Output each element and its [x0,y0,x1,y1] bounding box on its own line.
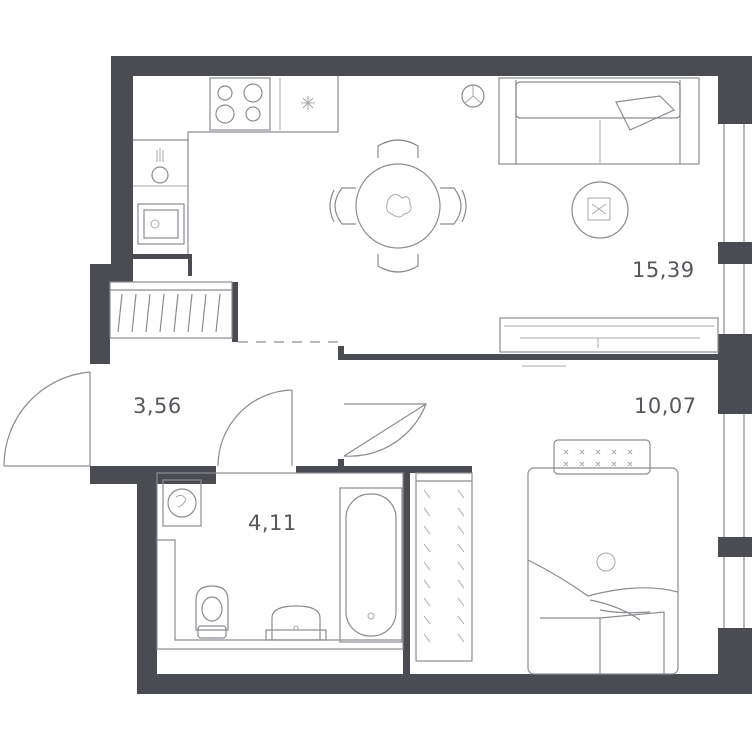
hall-wardrobe [109,281,233,339]
living-furniture [461,77,719,367]
area-label-living: 15,39 [632,258,695,282]
bathroom-fixtures [162,479,403,643]
area-label-bedroom: 10,07 [634,394,697,418]
bedroom-furniture [415,439,679,675]
area-label-bathroom: 4,11 [248,511,297,535]
area-label-hall: 3,56 [133,394,182,418]
windows [723,124,745,628]
walls [90,56,752,694]
kitchen [133,76,339,254]
dining-set [329,139,467,273]
doors [3,341,427,467]
bathroom-outline [156,472,404,650]
